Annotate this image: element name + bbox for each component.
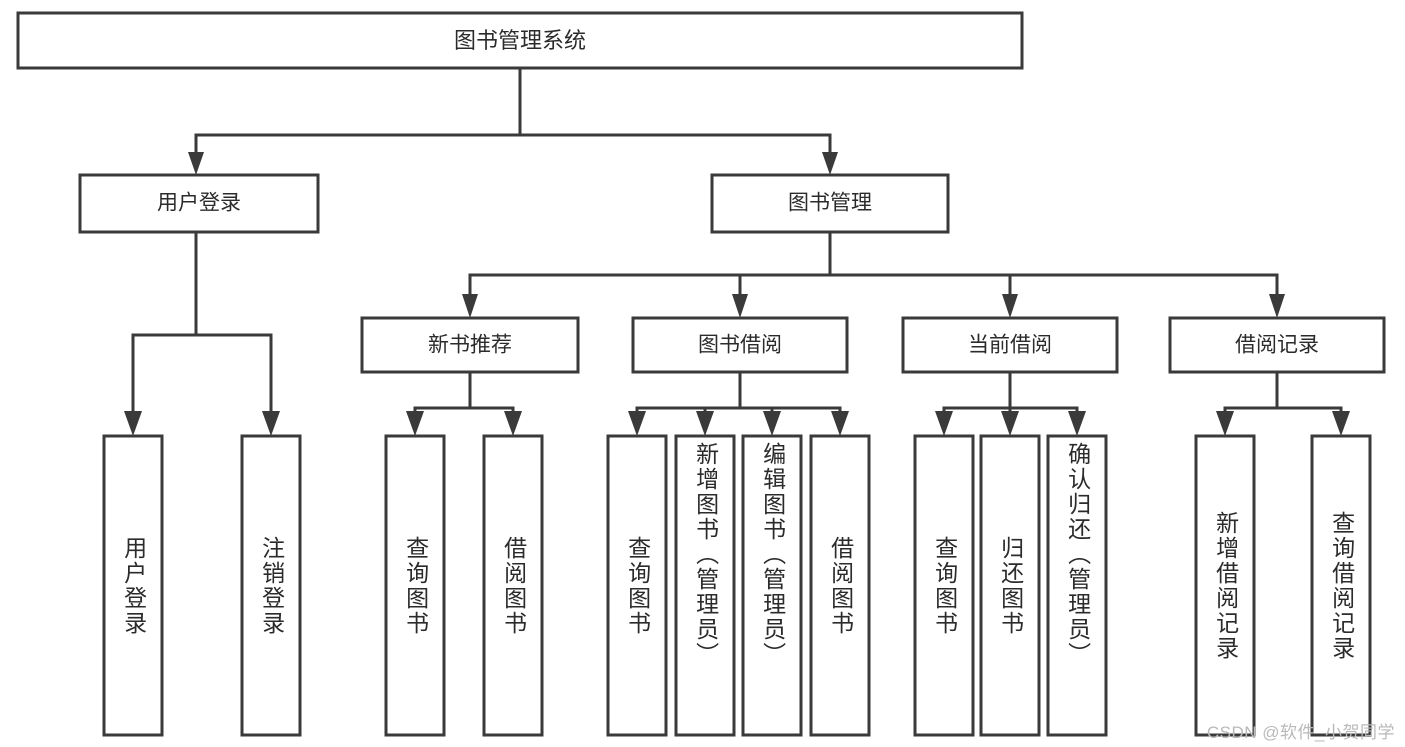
arrow-current-child-3 — [1068, 411, 1086, 436]
leaf-box-borrow-3[interactable] — [741, 434, 803, 737]
leaf-box-current-1[interactable] — [913, 434, 975, 737]
node-book-borrow-label: 图书借阅 — [698, 334, 782, 357]
node-borrow-record[interactable]: 借阅记录 — [1168, 316, 1386, 374]
node-user-login[interactable]: 用户登录 — [78, 173, 320, 234]
leaf-box-borrow-1[interactable] — [606, 434, 668, 737]
arrow-record-child-1 — [1216, 411, 1234, 436]
connectors — [124, 66, 1350, 436]
node-root-box[interactable] — [16, 11, 1024, 70]
arrow-root-to-book-mgmt — [822, 152, 838, 175]
leaf-box-borrow-2[interactable] — [674, 434, 736, 737]
arrow-root-to-user-login — [188, 152, 204, 175]
arrow-new-child-1 — [406, 411, 424, 436]
arrow-borrow-child-3 — [763, 411, 781, 436]
node-current-borrow-label: 当前借阅 — [968, 334, 1052, 357]
leaf-box-record-2[interactable] — [1310, 434, 1372, 737]
node-new-book-recommend[interactable]: 新书推荐 — [360, 316, 580, 374]
node-root-label: 图书管理系统 — [454, 28, 586, 53]
arrow-user-login-child-1 — [124, 411, 142, 436]
node-new-book-recommend-box[interactable] — [360, 316, 580, 374]
arrow-current-child-2 — [1001, 411, 1019, 436]
node-book-management[interactable]: 图书管理 — [710, 173, 950, 234]
leaf-box-user-login-2[interactable] — [240, 434, 302, 737]
node-book-management-label: 图书管理 — [788, 192, 872, 215]
node-user-login-label: 用户登录 — [157, 192, 241, 215]
arrow-borrow-child-1 — [628, 411, 646, 436]
arrow-new-child-2 — [504, 411, 522, 436]
leaf-box-borrow-4[interactable] — [809, 434, 871, 737]
arrow-borrow-child-4 — [831, 411, 849, 436]
csdn-watermark: CSDN @软件_小贺同学 — [1206, 723, 1395, 742]
arrow-book-mgmt-to-borrow — [732, 294, 748, 318]
node-book-borrow[interactable]: 图书借阅 — [631, 316, 849, 374]
arrow-current-child-1 — [935, 411, 953, 436]
arrow-book-mgmt-to-current — [1002, 294, 1018, 318]
node-new-book-recommend-label: 新书推荐 — [428, 334, 512, 357]
node-book-management-box[interactable] — [710, 173, 950, 234]
arrow-record-child-2 — [1332, 411, 1350, 436]
leaf-box-user-login-1[interactable] — [102, 434, 164, 737]
node-root[interactable]: 图书管理系统 — [16, 11, 1024, 70]
leaf-box-new-1[interactable] — [384, 434, 446, 737]
node-user-login-box[interactable] — [78, 173, 320, 234]
node-current-borrow-box[interactable] — [901, 316, 1119, 374]
arrow-book-mgmt-to-record — [1269, 294, 1285, 318]
node-borrow-record-box[interactable] — [1168, 316, 1386, 374]
arrow-borrow-child-2 — [696, 411, 714, 436]
leaf-box-new-2[interactable] — [482, 434, 544, 737]
arrow-book-mgmt-to-new — [462, 294, 478, 318]
node-book-borrow-box[interactable] — [631, 316, 849, 374]
node-current-borrow[interactable]: 当前借阅 — [901, 316, 1119, 374]
leaf-box-current-2[interactable] — [979, 434, 1041, 737]
node-borrow-record-label: 借阅记录 — [1235, 334, 1319, 357]
leaf-box-record-1[interactable] — [1194, 434, 1256, 737]
arrow-user-login-child-2 — [262, 411, 280, 436]
leaf-box-current-3[interactable] — [1046, 434, 1108, 737]
